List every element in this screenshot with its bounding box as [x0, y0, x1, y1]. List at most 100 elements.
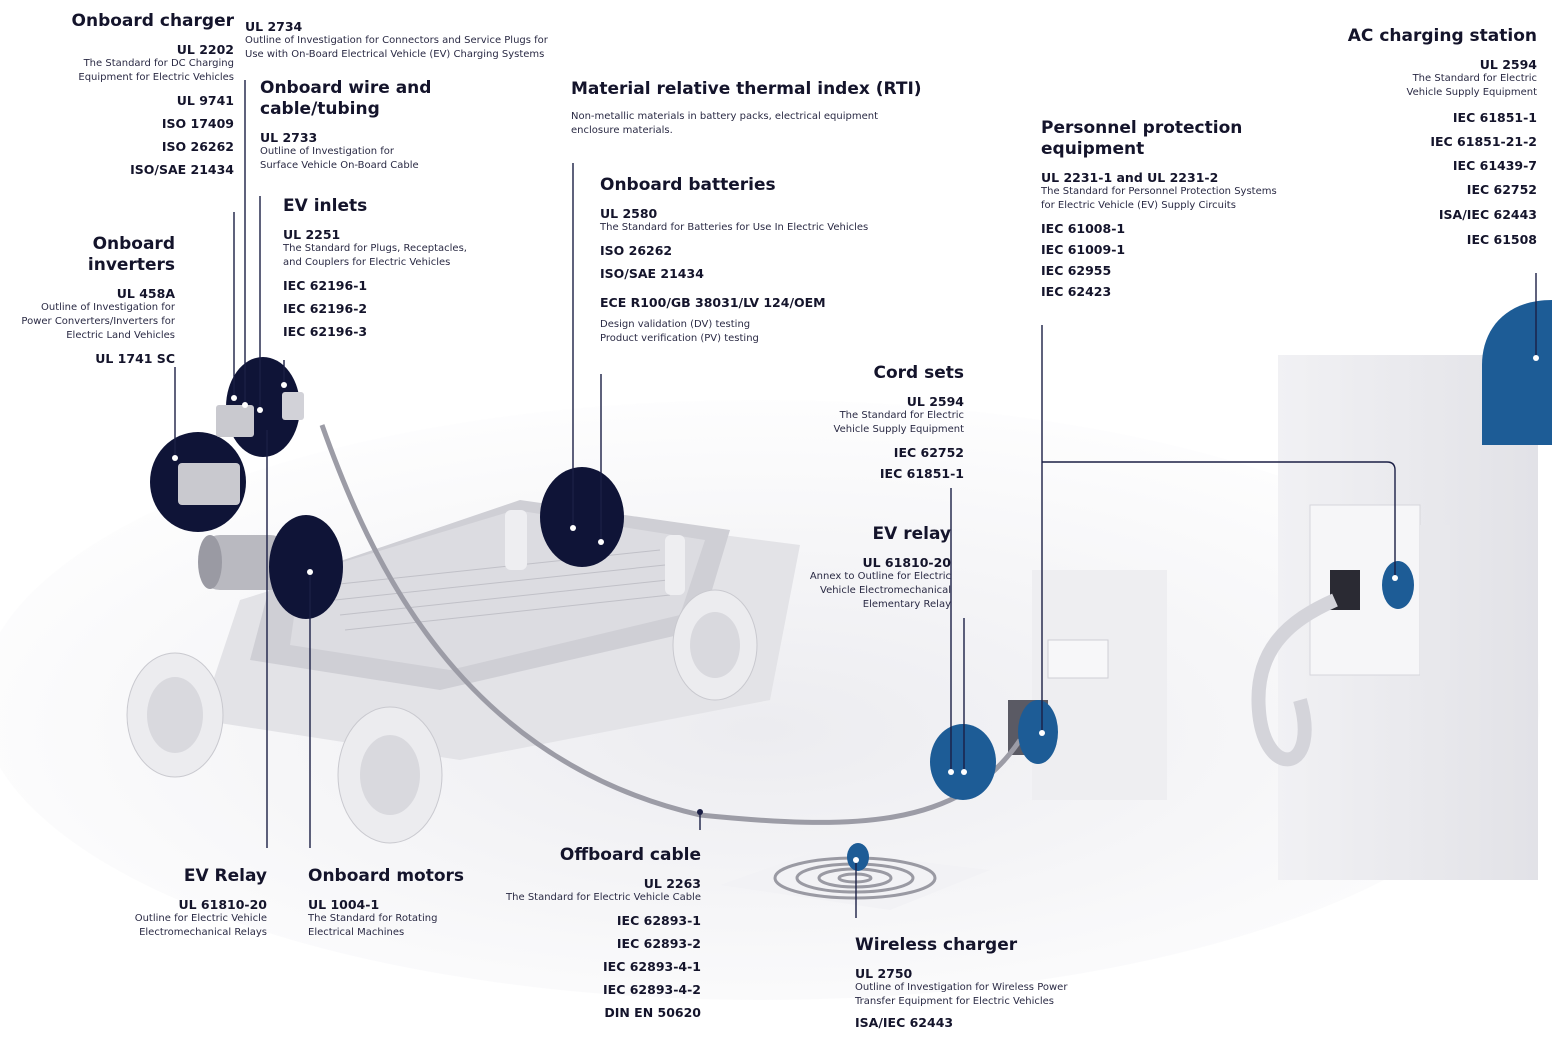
cord-sets-std-3: IEC 61851-1: [879, 466, 964, 481]
callout-line-ppe-branch: [1042, 461, 1396, 578]
onboard-batteries-std-3: ISO/SAE 21434: [600, 266, 704, 281]
inlet-box: [282, 392, 304, 420]
offboard-cable-std-3: IEC 62893-2: [616, 936, 701, 951]
onboard-charger-title: Onboard charger: [71, 11, 234, 31]
onboard-batteries-title: Onboard batteries: [600, 175, 776, 195]
charging-cable: [319, 424, 1023, 825]
ac-station-std-4: IEC 61439-7: [1452, 158, 1537, 173]
onboard-motors-std-1-desc: The Standard for Rotating Electrical Mac…: [308, 913, 438, 938]
ev-inlets-title: EV inlets: [283, 196, 368, 216]
cord-sets-std-1: UL 2594: [906, 394, 964, 409]
wireless-charger-std-1: UL 2750: [855, 966, 913, 981]
offboard-cable-std-4: IEC 62893-4-1: [603, 959, 701, 974]
ul2734-code: UL 2734: [245, 19, 303, 34]
onboard-charger-std-2: UL 9741: [176, 93, 234, 108]
onboard-charger-std-4: ISO 26262: [161, 139, 234, 154]
onboard-charger-std-5: ISO/SAE 21434: [130, 162, 234, 177]
ev-relay-left-block: EV Relay UL 61810-20 Outline for Electri…: [135, 866, 267, 940]
onboard-batteries-std-1-desc: The Standard for Batteries for Use In El…: [600, 222, 869, 233]
offboard-cable-std-5: IEC 62893-4-2: [603, 982, 701, 997]
onboard-inverters-block: Onboard inverters UL 458A Outline of Inv…: [0, 234, 175, 366]
ev-inlets-std-1: UL 2251: [283, 227, 341, 242]
onboard-inverters-std-1-desc: Outline of Investigation for Power Conve…: [21, 302, 175, 341]
offboard-cable-title: Offboard cable: [559, 845, 701, 865]
motor-disc: [269, 515, 343, 619]
ppe-disc: [1018, 700, 1058, 764]
onboard-charger-std-1-desc: The Standard for DC Charging Equipment f…: [78, 58, 234, 83]
ac-station-std-2: IEC 61851-1: [1452, 110, 1537, 125]
personnel-protection-std-4: IEC 62955: [1041, 263, 1112, 278]
ac-station-std-6: ISA/IEC 62443: [1438, 207, 1537, 222]
station-disc: [1382, 561, 1414, 609]
onboard-inverters-std-2: UL 1741 SC: [95, 351, 175, 366]
rti-title: Material relative thermal index (RTI): [571, 79, 922, 99]
wireless-charger-title: Wireless charger: [855, 935, 1018, 955]
cord-sets-title: Cord sets: [873, 363, 964, 383]
ac-station-disc: [1482, 300, 1552, 445]
ev-relay-right-std-1: UL 61810-20: [862, 555, 951, 570]
ev-relay-left-std-1: UL 61810-20: [178, 897, 267, 912]
offboard-cable-std-6: DIN EN 50620: [604, 1005, 701, 1020]
offboard-cable-std-1: UL 2263: [643, 876, 701, 891]
personnel-protection-std-5: IEC 62423: [1041, 284, 1112, 299]
onboard-charger-block: Onboard charger UL 2202 The Standard for…: [72, 11, 234, 177]
onboard-motors-title: Onboard motors: [308, 866, 465, 886]
rti-block: Material relative thermal index (RTI) No…: [571, 79, 922, 138]
personnel-protection-std-1-desc: The Standard for Personnel Protection Sy…: [1041, 186, 1277, 211]
wireless-charger-std-1-desc: Outline of Investigation for Wireless Po…: [855, 982, 1068, 1007]
ac-station-std-5: IEC 62752: [1466, 182, 1537, 197]
ac-station-std-1-desc: The Standard for Electric Vehicle Supply…: [1406, 73, 1537, 98]
wireless-charger-block: Wireless charger UL 2750 Outline of Inve…: [855, 935, 1067, 1030]
personnel-protection-std-1: UL 2231-1 and UL 2231-2: [1041, 170, 1219, 185]
ev-inlets-std-2: IEC 62196-1: [283, 278, 368, 293]
offboard-cable-point: [697, 809, 703, 815]
offboard-cable-block: Offboard cable UL 2263 The Standard for …: [506, 845, 701, 1020]
onboard-inverters-std-1: UL 458A: [116, 286, 175, 301]
ev-inlets-block: EV inlets UL 2251 The Standard for Plugs…: [283, 196, 467, 339]
onboard-inverters-title: Onboard inverters: [87, 234, 175, 275]
onboard-wire-title: Onboard wire and cable/tubing: [260, 78, 432, 119]
ev-inlets-std-3: IEC 62196-2: [283, 301, 368, 316]
ev-inlets-std-4: IEC 62196-3: [283, 324, 368, 339]
onboard-wire-std-1: UL 2733: [260, 130, 318, 145]
ul2734-block: UL 2734 Outline of Investigation for Con…: [245, 19, 548, 62]
personnel-protection-std-2: IEC 61008-1: [1041, 221, 1126, 236]
ev-inlets-std-1-desc: The Standard for Plugs, Receptacles, and…: [283, 243, 467, 268]
socket-pillar: [1008, 570, 1167, 800]
offboard-cable-std-2: IEC 62893-1: [616, 913, 701, 928]
cord-sets-block: Cord sets UL 2594 The Standard for Elect…: [834, 363, 964, 481]
rti-desc: Non-metallic materials in battery packs,…: [571, 111, 879, 136]
personnel-protection-std-3: IEC 61009-1: [1041, 242, 1126, 257]
onboard-wire-block: Onboard wire and cable/tubing UL 2733 Ou…: [260, 78, 431, 173]
ev-relay-right-title: EV relay: [872, 524, 951, 544]
onboard-charger-std-3: ISO 17409: [161, 116, 234, 131]
onboard-motors-block: Onboard motors UL 1004-1 The Standard fo…: [308, 866, 464, 940]
ev-relay-left-std-1-desc: Outline for Electric Vehicle Electromech…: [134, 913, 267, 938]
offboard-cable-std-1-desc: The Standard for Electric Vehicle Cable: [506, 892, 701, 903]
ac-station-std-7: IEC 61508: [1466, 232, 1537, 247]
cord-sets-std-1-desc: The Standard for Electric Vehicle Supply…: [833, 410, 964, 435]
ul2734-desc: Outline of Investigation for Connectors …: [245, 35, 548, 60]
wireless-charger-std-2: ISA/IEC 62443: [855, 1015, 954, 1030]
cord-sets-std-2: IEC 62752: [893, 445, 964, 460]
ac-station-std-3: IEC 61851-21-2: [1430, 134, 1537, 149]
onboard-batteries-std-4: ECE R100/GB 38031/LV 124/OEM: [600, 295, 826, 310]
wireless-disc: [847, 843, 869, 871]
personnel-protection-title: Personnel protection equipment: [1041, 118, 1243, 159]
charger-box: [216, 405, 254, 437]
ac-station-std-1: UL 2594: [1479, 57, 1537, 72]
personnel-protection-block: Personnel protection equipment UL 2231-1…: [1041, 118, 1277, 299]
onboard-wire-std-1-desc: Outline of Investigation for Surface Veh…: [260, 146, 419, 171]
cordset-disc: [930, 724, 996, 800]
onboard-motors-std-1: UL 1004-1: [308, 897, 380, 912]
onboard-batteries-note: Design validation (DV) testing Product v…: [600, 319, 759, 344]
onboard-batteries-std-2: ISO 26262: [600, 243, 673, 258]
onboard-charger-std-1: UL 2202: [176, 42, 234, 57]
battery-disc: [540, 467, 624, 567]
ac-station-block: AC charging station UL 2594 The Standard…: [1348, 26, 1537, 247]
ac-station-title: AC charging station: [1347, 26, 1537, 46]
onboard-batteries-std-1: UL 2580: [600, 206, 658, 221]
onboard-batteries-block: Onboard batteries UL 2580 The Standard f…: [600, 175, 868, 346]
